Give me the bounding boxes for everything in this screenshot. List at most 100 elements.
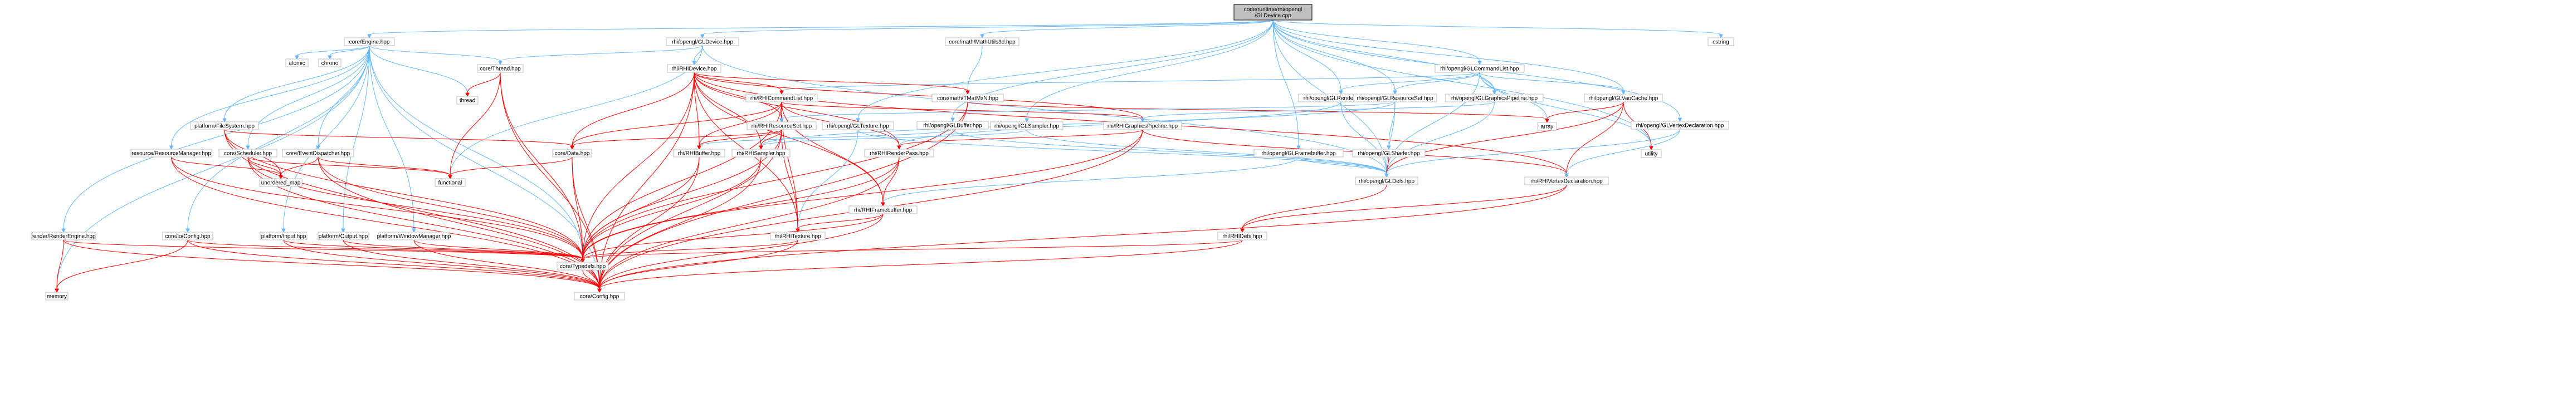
edge-root-to-glframebuf xyxy=(1272,19,1301,150)
edge-glsampler-to-rhisampler xyxy=(759,129,1027,150)
edge-glcmdlist-to-utility xyxy=(1479,72,1653,151)
node-glsampler[interactable]: rhi/opengl/GLSampler.hpp xyxy=(990,121,1063,130)
node-output[interactable]: platform/Output.hpp xyxy=(318,232,369,240)
node-gldefs[interactable]: rhi/opengl/GLDefs.hpp xyxy=(1355,176,1418,185)
node-box xyxy=(1253,149,1344,158)
edge-engine-to-thread xyxy=(369,45,470,97)
node-atomic: atomic xyxy=(285,58,309,67)
edge-root-to-cstring xyxy=(1272,19,1723,39)
node-glcmdlist[interactable]: rhi/opengl/GLCommandList.hpp xyxy=(1435,64,1525,73)
node-label: rhi/RHIResourceSet.hpp xyxy=(752,124,812,130)
node-box xyxy=(31,232,96,240)
node-glgfxpipeline[interactable]: rhi/opengl/GLGraphicsPipeline.hpp xyxy=(1445,94,1544,102)
node-rhiframebuf[interactable]: rhi/RHIFramebuffer.hpp xyxy=(848,205,918,214)
node-rhisampler[interactable]: rhi/RHISampler.hpp xyxy=(731,149,791,158)
node-renderengine[interactable]: render/RenderEngine.hpp xyxy=(31,232,96,240)
edge-engine-to-winmanager xyxy=(369,45,416,233)
node-filesystem[interactable]: platform/FileSystem.hpp xyxy=(190,121,259,130)
node-label: core/Config.hpp xyxy=(580,294,619,300)
node-label: rhi/RHITexture.hpp xyxy=(774,234,821,240)
node-label: rhi/opengl/GLSampler.hpp xyxy=(994,124,1060,130)
edge-rhigfxpipe-to-rhirenderpass xyxy=(897,129,1143,150)
node-label: rhi/RHIDevice.hpp xyxy=(671,66,717,72)
node-box xyxy=(1641,149,1662,158)
node-box xyxy=(747,121,817,130)
edge-resmanager-to-config xyxy=(171,156,602,293)
node-label: rhi/RHICommandList.hpp xyxy=(750,96,813,102)
node-rhidefs[interactable]: rhi/RHIDefs.hpp xyxy=(1217,232,1267,240)
node-tmatmxn[interactable]: core/math/TMatMxN.hpp xyxy=(931,94,1004,102)
node-label: rhi/opengl/GLVaoCache.hpp xyxy=(1589,96,1658,102)
node-gldevice_hpp[interactable]: rhi/opengl/GLDevice.hpp xyxy=(666,37,739,46)
edge-eventdisp-to-unordered_map xyxy=(279,156,319,180)
edge-gldevice_hpp-to-rhidevice xyxy=(692,45,703,66)
node-label: functional xyxy=(438,180,462,186)
node-root: code/runtime/rhi/opengl/GLDevice.cpp xyxy=(1233,4,1313,21)
edge-root-to-glrenderpass xyxy=(1272,19,1343,95)
node-label: rhi/opengl/GLBuffer.hpp xyxy=(923,123,982,129)
node-resmanager[interactable]: resource/ResourceManager.hpp xyxy=(130,149,212,158)
node-rhitexture[interactable]: rhi/RHITexture.hpp xyxy=(770,232,826,240)
node-label: rhi/opengl/GLTexture.hpp xyxy=(827,124,889,130)
node-thread_hpp[interactable]: core/Thread.hpp xyxy=(477,64,524,73)
node-winmanager[interactable]: platform/WindowManager.hpp xyxy=(377,232,451,240)
node-gltexture[interactable]: rhi/opengl/GLTexture.hpp xyxy=(822,121,894,130)
node-box xyxy=(1435,64,1525,73)
node-box xyxy=(260,232,308,240)
node-data[interactable]: core/Data.hpp xyxy=(552,149,592,158)
node-config[interactable]: core/Config.hpp xyxy=(574,292,625,301)
node-box xyxy=(45,292,69,301)
node-box xyxy=(666,37,739,46)
node-box xyxy=(916,121,989,130)
node-box xyxy=(318,58,341,67)
node-rhivertdecl[interactable]: rhi/RHIVertexDeclaration.hpp xyxy=(1524,176,1609,185)
edge-glcmdlist-to-glrenderpass xyxy=(1339,72,1480,95)
node-box xyxy=(931,94,1004,102)
edge-rhidefs-to-config xyxy=(597,239,1243,293)
node-memory: memory xyxy=(45,292,69,301)
node-rhigfxpipe[interactable]: rhi/RHIGraphicsPipeline.hpp xyxy=(1103,121,1182,130)
edge-gldevice_hpp-to-thread_hpp xyxy=(498,45,703,66)
node-box xyxy=(130,149,212,158)
node-label: /GLDevice.cpp xyxy=(1255,13,1291,19)
node-scheduler[interactable]: core/Scheduler.hpp xyxy=(218,149,277,158)
node-label: rhi/RHIVertexDeclaration.hpp xyxy=(1530,179,1603,185)
node-rhiresset[interactable]: rhi/RHIResourceSet.hpp xyxy=(747,121,817,130)
node-glvaocache[interactable]: rhi/opengl/GLVaoCache.hpp xyxy=(1584,94,1663,102)
node-box xyxy=(745,94,818,102)
node-rhibuffer[interactable]: rhi/RHIBuffer.hpp xyxy=(673,149,725,158)
edge-thread_hpp-to-typedefs xyxy=(500,72,585,263)
node-label: rhi/opengl/GLDefs.hpp xyxy=(1359,179,1415,185)
node-glframebuf[interactable]: rhi/opengl/GLFramebuffer.hpp xyxy=(1253,149,1344,158)
node-box xyxy=(667,64,721,73)
edge-gltexture-to-rhitexture xyxy=(796,129,858,233)
node-glresourceset[interactable]: rhi/opengl/GLResourceSet.hpp xyxy=(1353,94,1437,102)
node-box xyxy=(435,178,466,187)
node-rhidevice[interactable]: rhi/RHIDevice.hpp xyxy=(667,64,721,73)
node-typedefs[interactable]: core/Typedefs.hpp xyxy=(557,262,609,271)
node-label: core/Engine.hpp xyxy=(349,40,390,46)
node-box xyxy=(822,121,894,130)
edge-root-to-glresourceset xyxy=(1272,19,1397,95)
node-input[interactable]: platform/Input.hpp xyxy=(260,232,308,240)
node-label: array xyxy=(1541,124,1554,130)
node-label: core/io/Config.hpp xyxy=(165,234,211,240)
node-box xyxy=(945,37,1019,46)
node-box xyxy=(770,232,826,240)
edge-rhibuffer-to-typedefs xyxy=(580,156,700,263)
node-array: array xyxy=(1537,122,1557,131)
edge-rhivertdecl-to-rhidefs xyxy=(1240,184,1567,233)
node-glvertdecl[interactable]: rhi/opengl/GLVertexDeclaration.hpp xyxy=(1631,121,1729,130)
edge-root-to-mathutils3d xyxy=(980,19,1274,39)
node-box xyxy=(1707,37,1734,46)
node-glbuffer[interactable]: rhi/opengl/GLBuffer.hpp xyxy=(916,121,989,130)
node-eventdisp[interactable]: core/EventDispatcher.hpp xyxy=(282,149,354,158)
node-rhirenderpass[interactable]: rhi/RHIRenderPass.hpp xyxy=(864,149,934,158)
node-glshader[interactable]: rhi/opengl/GLShader.hpp xyxy=(1352,149,1426,158)
edge-rhiresset-to-rhibuffer xyxy=(697,129,782,150)
node-rhicmdlist[interactable]: rhi/RHICommandList.hpp xyxy=(745,94,818,102)
node-ioconfig[interactable]: core/io/Config.hpp xyxy=(162,232,213,240)
node-label: chrono xyxy=(321,61,339,67)
node-mathutils3d[interactable]: core/math/MathUtils3d.hpp xyxy=(945,37,1019,46)
node-engine[interactable]: core/Engine.hpp xyxy=(344,37,395,46)
